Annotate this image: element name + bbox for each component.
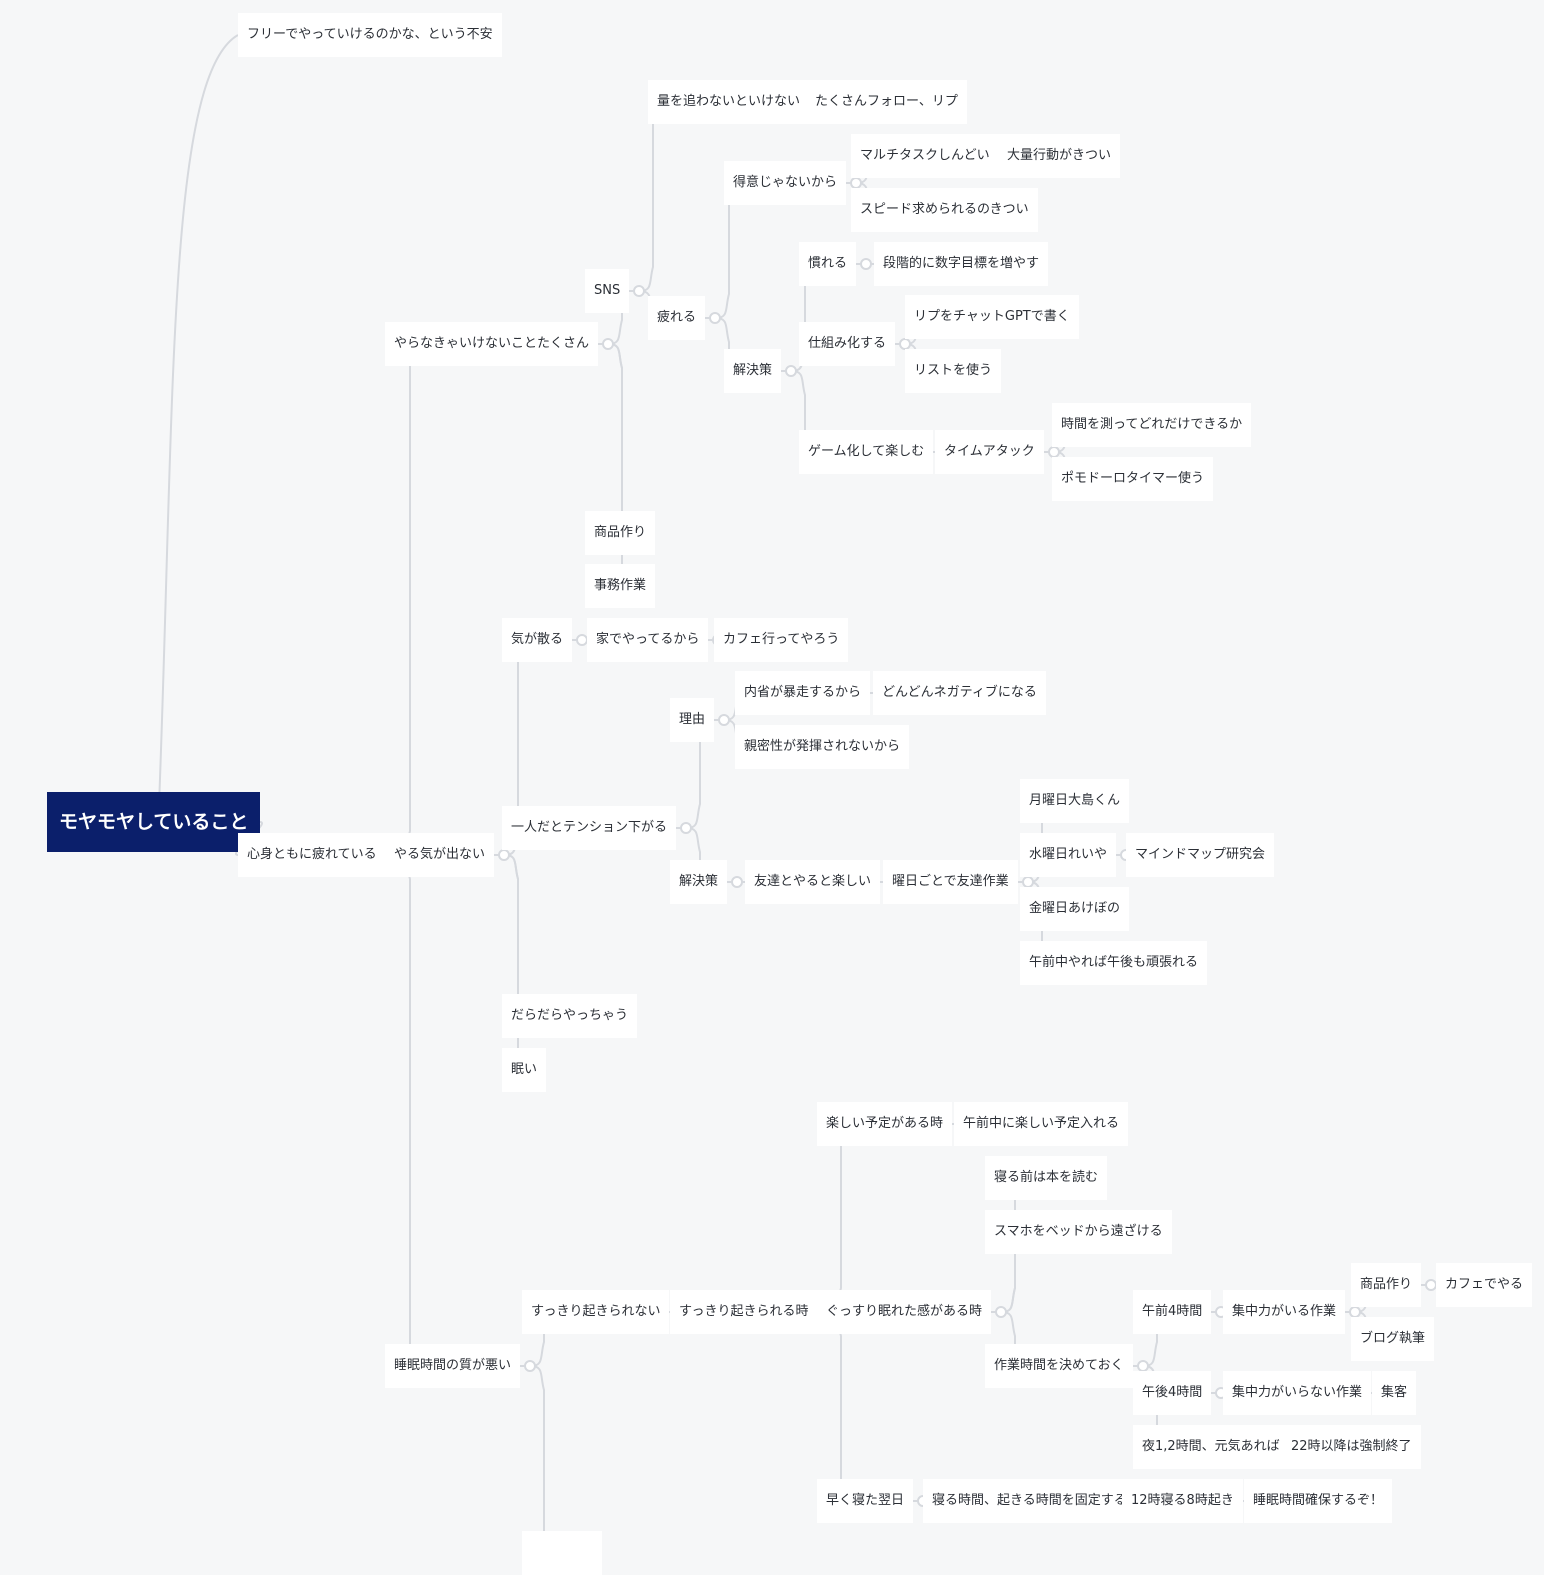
collapse-toggle-icon[interactable] — [1022, 876, 1034, 888]
collapse-toggle-icon[interactable] — [1048, 446, 1060, 458]
node-amplan[interactable]: 午前中に楽しい予定入れる — [954, 1102, 1129, 1146]
node-sns[interactable]: SNS — [585, 269, 630, 313]
node-cantwake[interactable]: すっきり起きられない — [522, 1290, 670, 1334]
node-anxiety[interactable]: フリーでやっていけるのかな、という不安 — [238, 13, 502, 57]
node-book[interactable]: 寝る前は本を読む — [985, 1156, 1108, 1200]
node-gpt[interactable]: リプをチャットGPTで書く — [905, 295, 1079, 339]
node-tired[interactable]: 心身ともに疲れている — [238, 833, 386, 877]
node-tsukareru[interactable]: 疲れる — [648, 296, 706, 340]
root-node[interactable]: モヤモヤしていること — [47, 792, 261, 852]
connector-line — [816, 1311, 843, 1502]
node-nomotivation[interactable]: やる気が出ない — [385, 833, 495, 877]
collapse-toggle-icon[interactable] — [860, 258, 872, 270]
node-nareru[interactable]: 慣れる — [799, 242, 857, 286]
collapse-toggle-icon[interactable] — [1137, 1360, 1149, 1372]
connector-line — [584, 343, 624, 534]
node-mon[interactable]: 月曜日大島くん — [1020, 779, 1130, 823]
collapse-toggle-icon[interactable] — [633, 285, 645, 297]
node-wed[interactable]: 水曜日れいや — [1020, 833, 1117, 877]
collapse-toggle-icon[interactable] — [680, 822, 692, 834]
node-athome[interactable]: 家でやってるから — [587, 618, 709, 662]
node-stepgoal[interactable]: 段階的に数字目標を増やす — [874, 242, 1049, 286]
connector-line — [384, 343, 412, 856]
node-sleepq[interactable]: 睡眠時間の質が悪い — [385, 1344, 521, 1388]
collapse-toggle-icon[interactable] — [785, 365, 797, 377]
node-negative[interactable]: どんどんネガティブになる — [873, 671, 1046, 715]
node-fri[interactable]: 金曜日あけぼの — [1020, 887, 1130, 931]
node-cafe1[interactable]: カフェ行ってやろう — [714, 618, 849, 662]
node-massaction[interactable]: 大量行動がきつい — [998, 134, 1121, 178]
node-lazy[interactable]: だらだらやっちゃう — [502, 994, 638, 1038]
node-weekday[interactable]: 曜日ごとで友達作業 — [883, 860, 1018, 904]
node-cafe2[interactable]: カフェでやる — [1436, 1263, 1533, 1307]
collapse-toggle-icon[interactable] — [995, 1306, 1007, 1318]
node-distracted[interactable]: 気が散る — [502, 618, 573, 662]
collapse-toggle-icon[interactable] — [524, 1360, 536, 1372]
node-introspect[interactable]: 内省が暴走するから — [735, 671, 871, 715]
collapse-toggle-icon[interactable] — [709, 312, 721, 324]
node-office[interactable]: 事務作業 — [585, 564, 656, 608]
node-funplan[interactable]: 楽しい予定がある時 — [817, 1102, 953, 1146]
node-product2[interactable]: 商品作り — [1351, 1263, 1422, 1307]
collapse-toggle-icon[interactable] — [576, 634, 588, 646]
connector-line — [158, 34, 239, 793]
node-notgood[interactable]: 得意じゃないから — [724, 161, 847, 205]
collapse-toggle-icon[interactable] — [899, 338, 911, 350]
node-secure[interactable]: 睡眠時間確保するぞ！ — [1244, 1479, 1393, 1523]
node-partial-bottom — [522, 1531, 602, 1575]
node-todo[interactable]: やらなきゃいけないことたくさん — [385, 322, 599, 366]
node-am4[interactable]: 午前4時間 — [1133, 1290, 1212, 1334]
node-blog[interactable]: ブログ執筆 — [1351, 1317, 1435, 1361]
node-customers[interactable]: 集客 — [1372, 1371, 1417, 1415]
node-worktime[interactable]: 作業時間を決めておく — [985, 1344, 1133, 1388]
collapse-toggle-icon[interactable] — [731, 876, 743, 888]
node-volume[interactable]: 量を追わないといけない — [648, 80, 810, 124]
node-reason[interactable]: 理由 — [670, 698, 715, 742]
node-product[interactable]: 商品作り — [585, 511, 656, 555]
node-slept[interactable]: ぐっすり眠れた感がある時 — [817, 1290, 992, 1334]
collapse-toggle-icon[interactable] — [498, 849, 510, 861]
node-system[interactable]: 仕組み化する — [799, 322, 896, 366]
node-timeattack[interactable]: タイムアタック — [935, 430, 1044, 474]
node-focus[interactable]: 集中力がいる作業 — [1223, 1290, 1346, 1334]
node-fixtime[interactable]: 寝る時間、起きる時間を固定する — [923, 1479, 1136, 1523]
node-speed[interactable]: スピード求められるのきつい — [851, 188, 1038, 232]
connector-line — [639, 101, 655, 292]
node-sleepy[interactable]: 眠い — [502, 1048, 547, 1092]
node-list[interactable]: リストを使う — [905, 349, 1002, 393]
node-multitask[interactable]: マルチタスクしんどい — [851, 134, 999, 178]
node-solution1[interactable]: 解決策 — [724, 349, 782, 393]
node-1208[interactable]: 12時寝る8時起き — [1122, 1479, 1243, 1523]
collapse-toggle-icon[interactable] — [602, 338, 614, 350]
collapse-toggle-icon[interactable] — [850, 177, 862, 189]
connector-line — [501, 854, 520, 1017]
collapse-toggle-icon[interactable] — [1425, 1279, 1437, 1291]
node-alone[interactable]: 一人だとテンション下がる — [502, 806, 677, 850]
node-stop22[interactable]: 22時以降は強制終了 — [1282, 1425, 1421, 1469]
node-follow[interactable]: たくさんフォロー、リプ — [806, 80, 967, 124]
node-solution2[interactable]: 解決策 — [670, 860, 728, 904]
node-friends[interactable]: 友達とやると楽しい — [745, 860, 881, 904]
node-nofocus[interactable]: 集中力がいらない作業 — [1223, 1371, 1372, 1415]
node-earlysleep[interactable]: 早く寝た翌日 — [817, 1479, 914, 1523]
node-pomodoro[interactable]: ポモドーロタイマー使う — [1052, 457, 1214, 501]
node-game[interactable]: ゲーム化して楽しむ — [799, 430, 934, 474]
node-phone[interactable]: スマホをベッドから遠ざける — [985, 1210, 1172, 1254]
node-morning[interactable]: 午前中やれば午後も頑張れる — [1020, 941, 1208, 985]
connector-line — [816, 1123, 843, 1313]
node-measure[interactable]: 時間を測ってどれだけできるか — [1052, 403, 1252, 447]
node-canwake[interactable]: すっきり起きられる時 — [670, 1290, 818, 1334]
collapse-toggle-icon[interactable] — [718, 714, 730, 726]
connector-line — [530, 1365, 546, 1544]
node-night[interactable]: 夜1,2時間、元気あれば — [1133, 1425, 1289, 1469]
node-pm4[interactable]: 午後4時間 — [1133, 1371, 1212, 1415]
node-mmlab[interactable]: マインドマップ研究会 — [1126, 833, 1275, 877]
collapse-toggle-icon[interactable] — [1349, 1306, 1361, 1318]
connector-line — [384, 854, 412, 1367]
node-intimacy[interactable]: 親密性が発揮されないから — [735, 725, 910, 769]
